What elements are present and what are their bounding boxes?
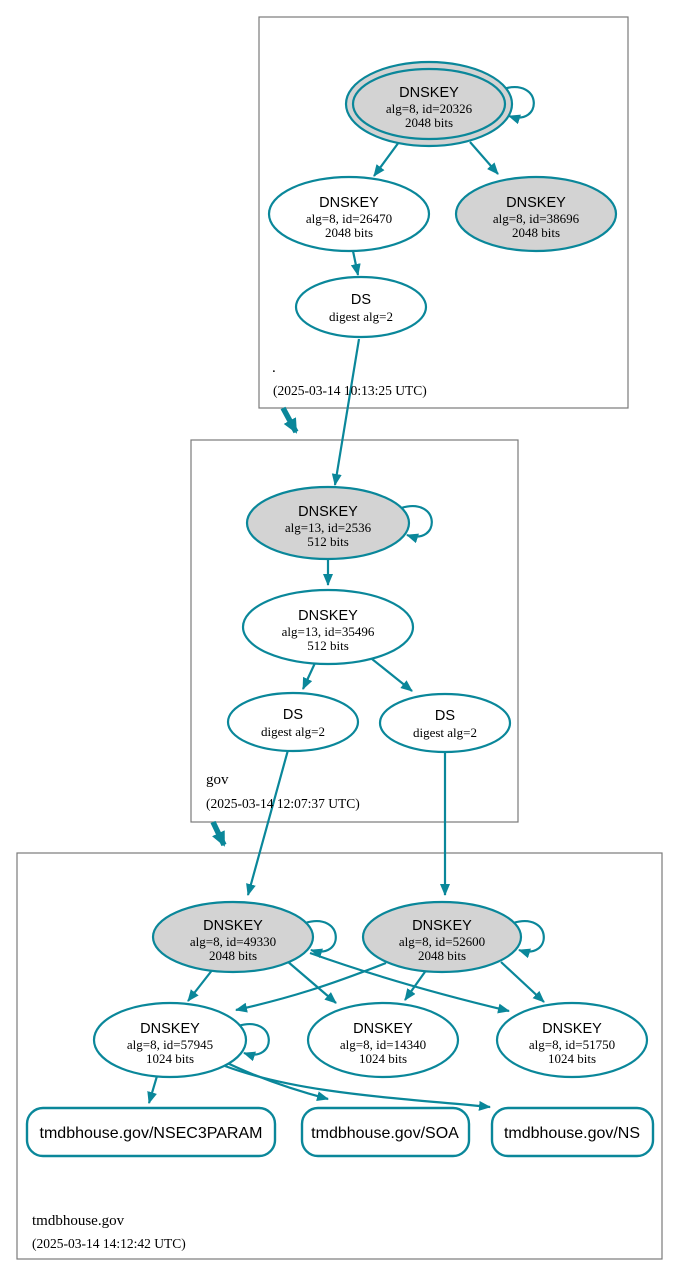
node-dnskey-35496[interactable]: DNSKEY alg=13, id=35496 512 bits	[241, 588, 415, 666]
node-dnskey-38696[interactable]: DNSKEY alg=8, id=38696 2048 bits	[454, 175, 618, 253]
zone-box-tmdbhouse	[16, 852, 663, 1260]
node-bits: 1024 bits	[146, 1051, 194, 1066]
node-title: DS	[435, 708, 455, 724]
edge-26470-ds	[350, 250, 361, 276]
edge-57945-soa	[218, 1058, 329, 1102]
zone-box-gov	[190, 439, 519, 823]
node-title: DNSKEY	[298, 608, 358, 624]
node-rrset-nsec3param[interactable]: tmdbhouse.gov/NSEC3PARAM	[25, 1106, 277, 1158]
edge-20326-38696	[469, 141, 499, 175]
edge-selfloop-52600	[512, 920, 545, 959]
node-detail: alg=8, id=52600	[399, 934, 485, 949]
node-bits: 2048 bits	[325, 225, 373, 240]
rrset-label: tmdbhouse.gov/NSEC3PARAM	[40, 1125, 263, 1142]
node-detail: alg=8, id=14340	[340, 1037, 426, 1052]
node-dnskey-26470[interactable]: DNSKEY alg=8, id=26470 2048 bits	[267, 175, 431, 253]
node-bits: 2048 bits	[418, 948, 466, 963]
zone-label-gov: gov	[206, 772, 229, 788]
edge-selfloop-2536	[400, 505, 433, 544]
node-detail: digest alg=2	[261, 724, 325, 739]
node-detail: alg=8, id=51750	[529, 1037, 615, 1052]
node-rrset-soa[interactable]: tmdbhouse.gov/SOA	[300, 1106, 471, 1158]
node-dnskey-49330[interactable]: DNSKEY alg=8, id=49330 2048 bits	[151, 900, 315, 974]
node-dnskey-57945[interactable]: DNSKEY alg=8, id=57945 1024 bits	[92, 1001, 248, 1079]
edge-35496-ds1	[302, 662, 316, 690]
node-detail: digest alg=2	[413, 725, 477, 740]
node-title: DNSKEY	[399, 85, 459, 101]
edge-zone-gov-to-tmdbhouse	[210, 820, 227, 847]
node-title: DNSKEY	[542, 1021, 602, 1037]
node-bits: 1024 bits	[359, 1051, 407, 1066]
node-dnskey-14340[interactable]: DNSKEY alg=8, id=14340 1024 bits	[306, 1001, 460, 1079]
edge-49330-14340	[286, 960, 337, 1004]
zone-label-tmdbhouse: tmdbhouse.gov	[32, 1213, 125, 1229]
edge-35496-ds2	[371, 658, 413, 692]
node-bits: 2048 bits	[209, 948, 257, 963]
node-bits: 1024 bits	[548, 1051, 596, 1066]
rrset-label: tmdbhouse.gov/SOA	[311, 1125, 459, 1142]
node-title: DNSKEY	[298, 504, 358, 520]
node-bits: 2048 bits	[512, 225, 560, 240]
node-dnskey-20326[interactable]: DNSKEY alg=8, id=20326 2048 bits	[344, 60, 514, 148]
node-title: DNSKEY	[353, 1021, 413, 1037]
edge-rootds-gov2536	[331, 338, 361, 486]
node-title: DS	[283, 707, 303, 723]
node-bits: 2048 bits	[405, 115, 453, 130]
edge-selfloop-57945	[237, 1023, 270, 1062]
node-bits: 512 bits	[307, 638, 349, 653]
node-dnskey-2536[interactable]: DNSKEY alg=13, id=2536 512 bits	[245, 485, 411, 561]
node-detail: alg=8, id=20326	[386, 101, 473, 116]
node-detail: alg=8, id=49330	[190, 934, 276, 949]
edge-49330-57945	[187, 968, 214, 1002]
node-detail: alg=13, id=2536	[285, 520, 372, 535]
node-title: DNSKEY	[140, 1021, 200, 1037]
zone-label-root: .	[272, 360, 276, 376]
edge-20326-26470	[373, 141, 400, 177]
node-title: DNSKEY	[506, 195, 566, 211]
node-bits: 512 bits	[307, 534, 349, 549]
edge-52600-14340	[404, 968, 428, 1001]
edge-selfloop-20326	[502, 86, 535, 125]
node-detail: alg=8, id=57945	[127, 1037, 213, 1052]
edge-52600-57945	[235, 961, 387, 1013]
edge-57945-nsec3param	[147, 1075, 159, 1104]
zone-box-root	[258, 16, 629, 409]
node-ds-gov-2[interactable]: DS digest alg=2	[378, 692, 512, 754]
zone-timestamp-tmdbhouse: (2025-03-14 14:12:42 UTC)	[32, 1236, 186, 1251]
node-dnskey-51750[interactable]: DNSKEY alg=8, id=51750 1024 bits	[495, 1001, 649, 1079]
node-detail: alg=13, id=35496	[282, 624, 375, 639]
node-dnskey-52600[interactable]: DNSKEY alg=8, id=52600 2048 bits	[361, 900, 523, 974]
node-rrset-ns[interactable]: tmdbhouse.gov/NS	[490, 1106, 655, 1158]
node-title: DNSKEY	[319, 195, 379, 211]
node-ds-gov-1[interactable]: DS digest alg=2	[226, 691, 360, 753]
node-title: DNSKEY	[203, 918, 263, 934]
edge-govds1-49330	[246, 749, 290, 896]
node-ds-root[interactable]: DS digest alg=2	[294, 275, 428, 339]
node-detail: digest alg=2	[329, 309, 393, 324]
node-title: DNSKEY	[412, 918, 472, 934]
edge-selfloop-49330	[304, 920, 337, 959]
edge-zone-root-to-gov	[280, 406, 299, 434]
node-detail: alg=8, id=38696	[493, 211, 580, 226]
edge-57945-ns	[224, 1064, 491, 1111]
edge-52600-51750	[500, 961, 545, 1003]
node-title: DS	[351, 292, 371, 308]
node-detail: alg=8, id=26470	[306, 211, 392, 226]
rrset-label: tmdbhouse.gov/NS	[504, 1125, 640, 1142]
zone-timestamp-root: (2025-03-14 10:13:25 UTC)	[273, 383, 427, 398]
zone-timestamp-gov: (2025-03-14 12:07:37 UTC)	[206, 796, 360, 811]
